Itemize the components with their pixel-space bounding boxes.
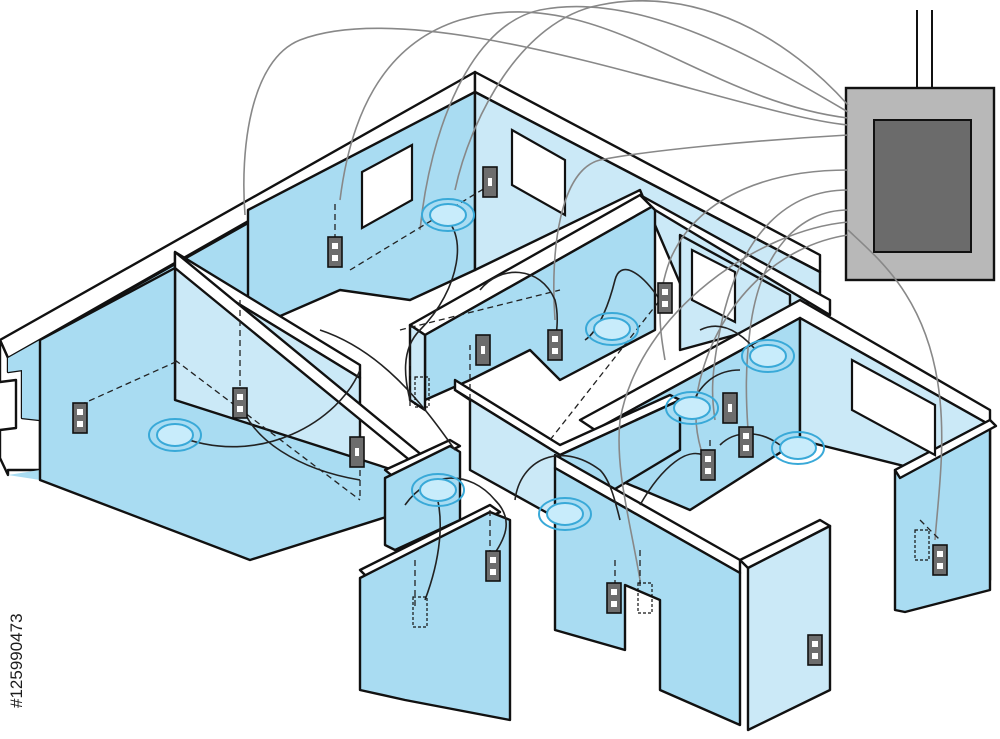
wall-outlet-icon (606, 582, 622, 614)
ceiling-light-icon (421, 198, 475, 232)
panel-door (873, 119, 972, 253)
window-right-room (690, 248, 737, 324)
right-top-wall (638, 193, 832, 317)
ceiling-light-icon (771, 431, 825, 465)
circuit-wire-gray (847, 229, 943, 541)
circuit-wire-gray (419, 5, 849, 231)
circuit-wire-dark (514, 454, 621, 521)
left-stub-face (383, 444, 462, 552)
hidden-outlet-icon (914, 529, 930, 561)
hidden-outlet-icon (412, 596, 428, 628)
circuit-wire-dark (404, 214, 459, 401)
in-wall-wire (79, 359, 181, 406)
wall-outlet-icon (72, 402, 88, 434)
wall-outlet-icon (232, 387, 248, 419)
window-right-wing (850, 358, 937, 457)
wall-switch-icon (722, 392, 738, 424)
wall-outlet-icon (738, 426, 754, 458)
ceiling-light-icon (148, 418, 202, 452)
in-wall-wire (399, 289, 561, 331)
left-outer-wall (0, 338, 42, 477)
ceiling-light-icon (411, 473, 465, 507)
ceiling-light-icon (665, 391, 719, 425)
ceiling-light-icon (741, 339, 795, 373)
wiring (79, 0, 943, 610)
front-right-face (746, 524, 832, 732)
in-wall-wire (174, 359, 361, 501)
ceiling-lights (148, 198, 825, 531)
wall-outlet-icon (657, 282, 673, 314)
stock-id-label: #125990473 (7, 613, 26, 708)
circuit-wire-gray (745, 209, 849, 431)
circuit-wire-gray (695, 234, 849, 471)
window-back-left (360, 143, 414, 230)
circuit-wire-gray (553, 134, 849, 321)
front-left-face (358, 510, 512, 722)
wall-outlet-icon (700, 449, 716, 481)
cross-wall-face-a (453, 388, 562, 522)
hidden-outlet-icon (414, 376, 430, 408)
left-outer-face (8, 340, 40, 480)
circuit-wire-gray (711, 189, 849, 421)
right-end-top (893, 418, 998, 480)
circuit-wire-gray (339, 11, 849, 201)
circuit-wire-gray (243, 27, 849, 216)
hidden-outlet-icon (637, 582, 653, 614)
circuit-wire-gray (618, 221, 849, 581)
windows (360, 128, 937, 457)
ceiling-light-icon (585, 312, 639, 346)
in-wall-wire (919, 519, 941, 541)
circuit-wire-dark (174, 369, 361, 448)
wall-devices (72, 166, 948, 666)
wall-outlet-icon (327, 236, 343, 268)
wall-outlet-icon (547, 329, 563, 361)
in-wall-wire (349, 184, 491, 271)
front-mid-face (553, 466, 742, 727)
wall-outlet-icon (485, 550, 501, 582)
circuit-wire-dark (319, 329, 456, 451)
mid-wall-side (408, 323, 427, 412)
wall-outlet-icon (807, 634, 823, 666)
circuit-wire-gray (659, 169, 849, 361)
wall-switch-icon (482, 166, 498, 198)
circuit-wire-gray (454, 0, 849, 191)
wall-switch-icon (349, 436, 365, 468)
electrical-panel (844, 10, 996, 282)
wall-switch-icon (475, 334, 491, 366)
window-back-right (510, 128, 567, 217)
wall-outlet-icon (932, 544, 948, 576)
ceiling-light-icon (538, 497, 592, 531)
